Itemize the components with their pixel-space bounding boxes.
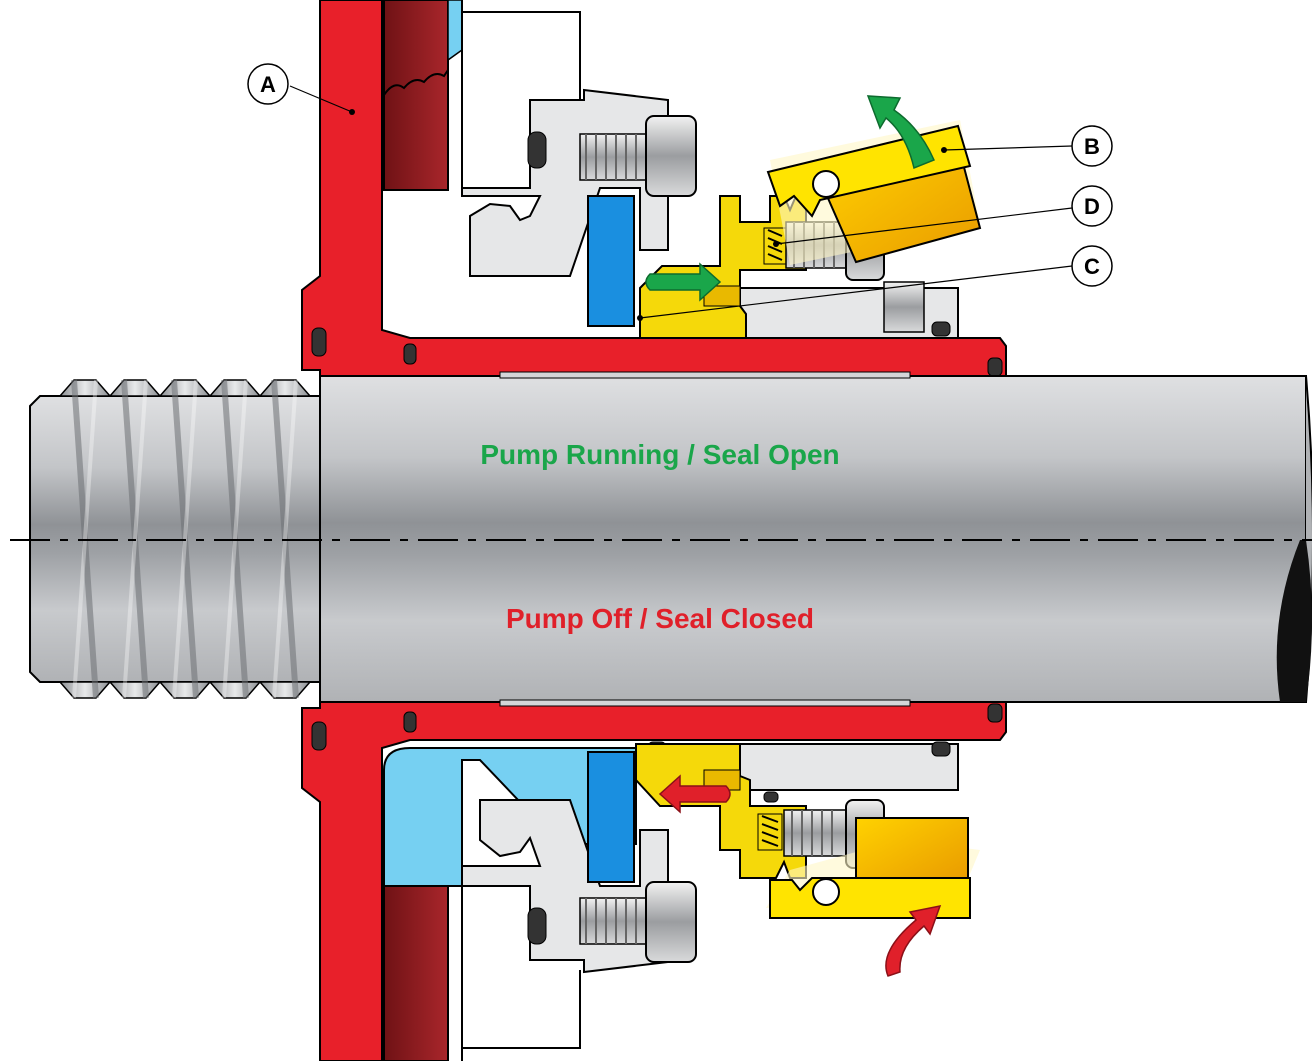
red-arrow-sleeve — [658, 774, 731, 814]
callout-b: B — [1071, 125, 1113, 167]
o-ring — [527, 131, 547, 169]
o-ring — [931, 741, 951, 757]
gland-top — [461, 0, 669, 277]
gland-bolt-bottom — [527, 881, 697, 963]
o-ring — [931, 321, 951, 337]
o-ring — [403, 343, 417, 365]
o-ring — [311, 327, 327, 357]
seal-face-bottom — [587, 751, 635, 883]
o-ring — [987, 357, 1003, 377]
svg-text:A: A — [260, 72, 276, 97]
svg-text:B: B — [1084, 134, 1100, 159]
gland-bottom — [461, 799, 669, 1061]
callout-a: A — [247, 63, 289, 105]
green-arrow-lever — [866, 95, 935, 170]
seal-face-top — [587, 195, 635, 327]
label-pump-off: Pump Off / Seal Closed — [506, 603, 814, 634]
svg-text:D: D — [1084, 194, 1100, 219]
lever-b-bottom — [766, 817, 980, 919]
svg-text:C: C — [1084, 254, 1100, 279]
leader-lines — [289, 85, 1073, 319]
lever-b-top — [766, 120, 982, 265]
o-ring — [763, 791, 779, 803]
callout-d: D — [1071, 185, 1113, 227]
o-ring — [527, 907, 547, 945]
o-ring — [403, 711, 417, 733]
label-pump-running: Pump Running / Seal Open — [480, 439, 839, 470]
green-arrow-sleeve — [645, 262, 722, 302]
red-arrow-lever — [885, 905, 942, 977]
gland-bolt-top — [527, 115, 697, 197]
o-ring — [311, 721, 327, 751]
o-ring — [987, 703, 1003, 723]
callout-c: C — [1071, 245, 1113, 287]
